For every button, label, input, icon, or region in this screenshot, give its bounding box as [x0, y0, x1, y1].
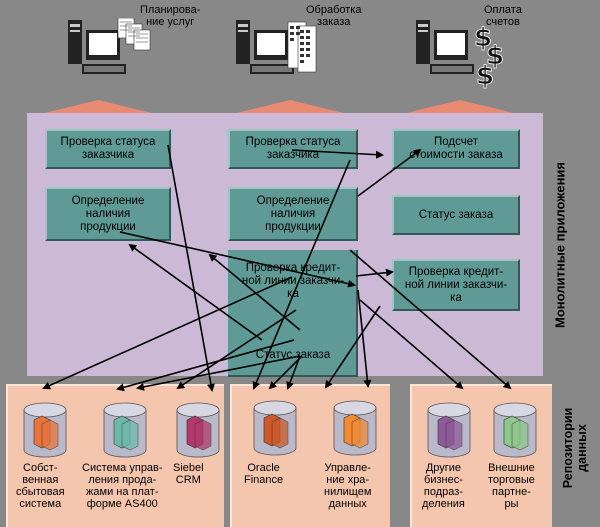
svg-text:$: $	[474, 23, 492, 53]
workstation-3-label: Оплата счетов	[484, 4, 522, 28]
database-icon-4	[253, 400, 297, 456]
side-label-monolithic: Монолитные приложения	[552, 162, 568, 328]
roof-2	[224, 100, 356, 116]
app-order-cost: Подсчет стоимости заказа	[392, 129, 520, 169]
workstation-3-icon: $ $ $	[412, 18, 504, 91]
app-product-availability-2: Определение наличия продукции	[228, 187, 358, 241]
repo-label-4: Oracle Finance	[244, 462, 284, 486]
database-icon-2	[103, 402, 147, 458]
app-order-status-2: Статус заказа	[255, 348, 331, 361]
workstation-1-label: Планирова- ние услуг	[140, 4, 201, 28]
roof-1	[32, 100, 164, 116]
workstation-2-icon	[232, 18, 317, 74]
database-icon-3	[176, 402, 220, 458]
database-icon-7	[493, 402, 537, 458]
app-customer-status-2: Проверка статуса заказчика	[228, 129, 358, 169]
app-credit-check-3: Проверка кредит- ной линии заказчи- ка	[392, 259, 520, 311]
repo-label-6: Другие бизнес- подраз- деления	[422, 462, 465, 510]
side-label-repositories: Репозитории данных	[561, 407, 589, 489]
repo-label-3: Siebel CRM	[173, 462, 204, 486]
workstation-2-label: Обработка заказа	[306, 4, 362, 28]
workstation-1-icon	[64, 17, 151, 74]
app-credit-check-2: Проверка кредит- ной линии заказчи- ка	[241, 261, 345, 300]
database-icon-5	[333, 400, 377, 456]
repo-label-5: Управле- ние хра- нилищем данных	[324, 462, 372, 510]
app-product-availability-1: Определение наличия продукции	[45, 187, 171, 241]
repo-label-2: Система управ- ления прода- жами на плат…	[82, 462, 163, 510]
database-icon-6	[427, 402, 471, 458]
database-icon-1	[23, 402, 67, 458]
svg-text:$: $	[476, 61, 494, 90]
app-order-status-3: Статус заказа	[392, 195, 520, 235]
roof-3	[394, 100, 526, 116]
svg-text:$: $	[486, 41, 504, 71]
repo-label-7: Внешние торговые партне- ры	[488, 462, 535, 510]
repo-label-1: Собст- венная сбытовая система	[16, 462, 65, 510]
app-customer-status-1: Проверка статуса заказчика	[45, 129, 171, 169]
